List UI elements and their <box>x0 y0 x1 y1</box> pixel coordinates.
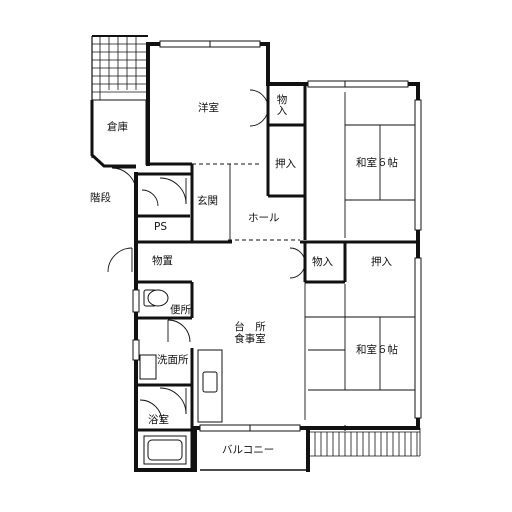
oshiire-right-label: 押入 <box>371 256 392 268</box>
japanese-room-top-label: 和室６帖 <box>356 157 398 169</box>
toilet-fixture <box>143 289 169 307</box>
storage-shed-label: 倉庫 <box>107 121 128 133</box>
windows <box>132 40 422 432</box>
closet-top-label: 物 入 <box>276 94 288 117</box>
storage-room-label: 物置 <box>152 255 173 267</box>
thin-partitions <box>192 92 418 420</box>
oshiire-left-label: 押入 <box>275 158 296 170</box>
balcony-label: バルコニー <box>222 444 275 456</box>
entrance-label: 玄関 <box>197 195 218 207</box>
wash-basin <box>139 354 157 380</box>
japanese-room-bottom-label: 和室６帖 <box>356 344 398 356</box>
kitchen-counter <box>197 349 223 423</box>
pipe-space-label: PS <box>154 221 167 233</box>
closet-mid-label: 物入 <box>312 256 333 268</box>
bathtub <box>143 435 187 465</box>
stairs-graphic <box>91 35 148 158</box>
stairs-label: 階段 <box>90 192 111 204</box>
kitchen-label-line1: 台 所 <box>234 321 266 333</box>
western-room-label: 洋室 <box>198 102 219 114</box>
storage-shed-walls <box>90 99 149 168</box>
kitchen-label-line2: 食事室 <box>234 333 266 345</box>
toilet-label: 便所 <box>170 304 191 316</box>
balcony-railing <box>310 428 421 457</box>
bathroom-label: 浴室 <box>148 414 169 426</box>
washroom-label: 洗面所 <box>157 354 189 366</box>
door-swings <box>107 89 306 423</box>
hall-label: ホール <box>248 212 280 224</box>
interior-walls <box>136 84 418 470</box>
